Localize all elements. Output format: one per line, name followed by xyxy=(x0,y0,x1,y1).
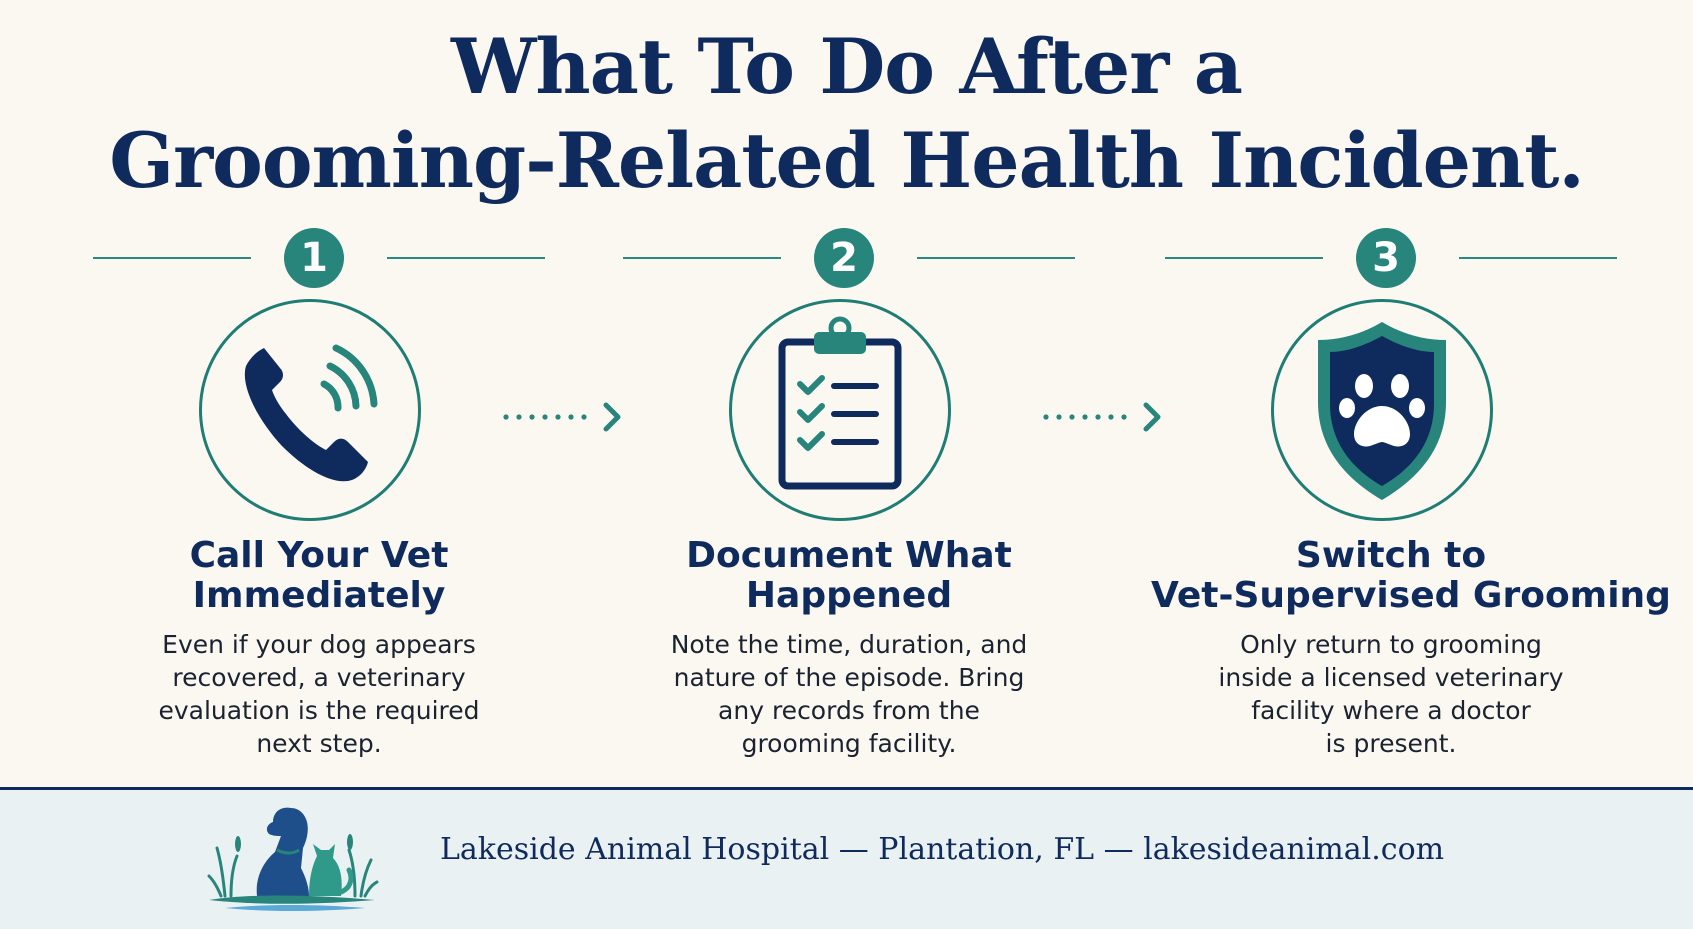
clipboard-icon-circle xyxy=(729,299,951,521)
divider-line xyxy=(917,257,1075,259)
footer-contact-text: Lakeside Animal Hospital — Plantation, F… xyxy=(440,832,1445,867)
description-line: facility where a doctor xyxy=(1251,696,1531,725)
clipboard-checklist-icon xyxy=(778,316,902,490)
step-2: 2 Document What Happened Note the time, … xyxy=(609,228,1089,768)
dotted-arrow-icon xyxy=(1043,402,1161,432)
step-heading-line: Document What xyxy=(686,535,1012,576)
step-description: Even if your dog appears recovered, a ve… xyxy=(79,628,559,760)
step-heading: Switch to Vet-Supervised Grooming xyxy=(1151,535,1671,616)
divider-line xyxy=(623,257,781,259)
step-number-badge: 1 xyxy=(284,228,344,288)
shield-paw-icon xyxy=(1318,322,1446,500)
phone-icon-circle xyxy=(199,299,421,521)
step-heading-line: Immediately xyxy=(192,575,446,616)
description-line: inside a licensed veterinary xyxy=(1218,663,1564,692)
shield-icon-circle xyxy=(1271,299,1493,521)
description-line: next step. xyxy=(256,729,382,758)
divider-line xyxy=(387,257,545,259)
step-description: Note the time, duration, and nature of t… xyxy=(609,628,1089,760)
description-line: nature of the episode. Bring xyxy=(673,663,1025,692)
step-heading-line: Happened xyxy=(745,575,953,616)
step-3: 3 Switch to Vet-Supervised Grooming Only… xyxy=(1151,228,1671,768)
step-heading-line: Call Your Vet xyxy=(189,535,449,576)
dotted-arrow-icon xyxy=(503,402,621,432)
title-line-1: What To Do After a xyxy=(451,22,1243,111)
title-line-2: Grooming-Related Health Incident. xyxy=(109,116,1585,205)
divider-line xyxy=(1165,257,1323,259)
step-heading-line: Vet-Supervised Grooming xyxy=(1151,575,1671,616)
description-line: Note the time, duration, and xyxy=(670,630,1028,659)
dog-cat-logo-icon xyxy=(207,807,379,911)
description-line: evaluation is the required xyxy=(158,696,480,725)
page-title: What To Do After a Grooming-Related Heal… xyxy=(0,20,1693,208)
description-line: is present. xyxy=(1325,729,1457,758)
description-line: Only return to grooming xyxy=(1240,630,1542,659)
description-line: any records from the xyxy=(718,696,980,725)
phone-icon xyxy=(244,344,378,482)
step-heading-line: Switch to xyxy=(1295,535,1487,576)
step-number-badge: 2 xyxy=(814,228,874,288)
step-heading: Call Your Vet Immediately xyxy=(79,536,559,616)
step-number-badge: 3 xyxy=(1356,228,1416,288)
step-description: Only return to grooming inside a license… xyxy=(1151,628,1631,760)
divider-line xyxy=(93,257,251,259)
footer: Lakeside Animal Hospital — Plantation, F… xyxy=(0,787,1693,929)
description-line: Even if your dog appears xyxy=(162,630,476,659)
divider-line xyxy=(1459,257,1617,259)
description-line: grooming facility. xyxy=(741,729,957,758)
step-1: 1 Call Your Vet Immediately Even if your… xyxy=(79,228,559,768)
description-line: recovered, a veterinary xyxy=(172,663,466,692)
step-heading: Document What Happened xyxy=(609,536,1089,616)
